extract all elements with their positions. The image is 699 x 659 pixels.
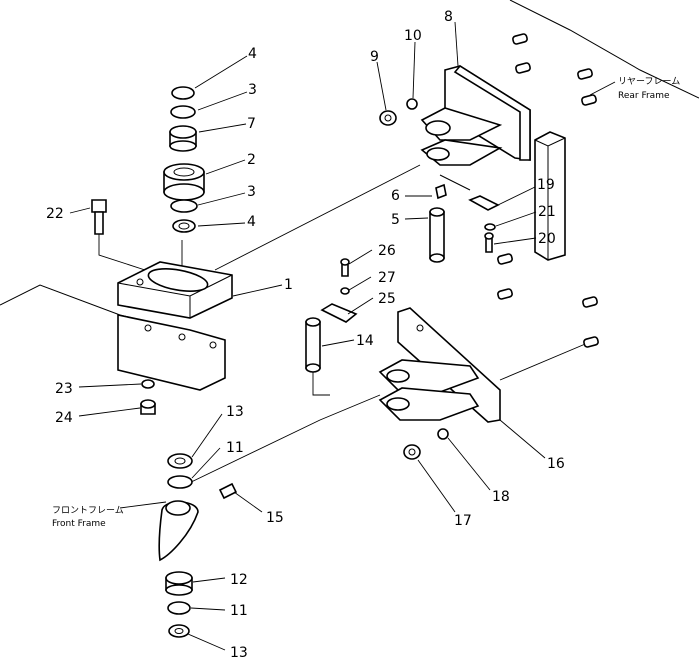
front-frame-label-en: Front Frame bbox=[52, 519, 106, 529]
front-bracket-16 bbox=[378, 307, 501, 423]
callout-19: 19 bbox=[537, 177, 555, 193]
callout-13-bottom: 13 bbox=[230, 645, 248, 659]
callout-11-bottom: 11 bbox=[230, 603, 248, 619]
stack-lower bbox=[158, 453, 199, 638]
callout-12: 12 bbox=[230, 572, 248, 588]
frame-plate bbox=[117, 314, 226, 391]
callout-15: 15 bbox=[266, 510, 284, 526]
callout-10: 10 bbox=[404, 28, 422, 44]
callout-11-top: 11 bbox=[226, 440, 244, 456]
front-frame-label-jp: フロントフレーム bbox=[52, 505, 124, 516]
callout-21: 21 bbox=[538, 204, 556, 220]
washer-10 bbox=[406, 98, 418, 110]
callout-3-top: 3 bbox=[248, 82, 257, 98]
vertical-bar bbox=[534, 131, 566, 261]
pin-14 bbox=[305, 317, 330, 396]
callout-16: 16 bbox=[547, 456, 565, 472]
callout-26: 26 bbox=[378, 243, 396, 259]
callout-24: 24 bbox=[55, 410, 73, 426]
plate-25 bbox=[320, 303, 358, 323]
frame-outlines bbox=[0, 0, 699, 391]
pin-5 bbox=[429, 207, 445, 263]
callout-5: 5 bbox=[391, 212, 400, 228]
stack-upper bbox=[163, 86, 205, 233]
rear-frame-label-jp: リヤーフレーム bbox=[618, 76, 680, 87]
callout-3-bottom: 3 bbox=[247, 184, 256, 200]
rear-bracket bbox=[420, 64, 531, 166]
callout-25: 25 bbox=[378, 291, 396, 307]
nut-9 bbox=[379, 110, 397, 126]
bolt-26 bbox=[340, 258, 350, 277]
washer-27 bbox=[340, 287, 350, 295]
callout-6: 6 bbox=[391, 188, 400, 204]
callout-4-top: 4 bbox=[248, 46, 257, 62]
nut-17 bbox=[403, 444, 421, 460]
callout-27: 27 bbox=[378, 270, 396, 286]
bolt-22 bbox=[91, 199, 146, 271]
washer-23 bbox=[141, 379, 155, 389]
nut-24 bbox=[140, 399, 156, 415]
callout-1: 1 bbox=[284, 277, 293, 293]
callout-17: 17 bbox=[454, 513, 472, 529]
callout-2: 2 bbox=[247, 152, 256, 168]
callout-23: 23 bbox=[55, 381, 73, 397]
callout-4-bottom: 4 bbox=[247, 214, 256, 230]
callout-22: 22 bbox=[46, 206, 64, 222]
callout-20: 20 bbox=[538, 231, 556, 247]
axis-lines bbox=[147, 164, 591, 486]
bolt-20 bbox=[484, 232, 494, 253]
callout-8: 8 bbox=[444, 9, 453, 25]
washer-18 bbox=[437, 428, 449, 440]
grease-fitting-15 bbox=[218, 482, 238, 500]
washer-21 bbox=[484, 223, 496, 231]
callout-leaders bbox=[69, 21, 616, 651]
plate-19 bbox=[468, 195, 500, 211]
rear-pins bbox=[497, 33, 599, 348]
plate-1 bbox=[117, 261, 233, 319]
callout-14: 14 bbox=[356, 333, 374, 349]
callout-9: 9 bbox=[370, 49, 379, 65]
callout-13-top: 13 bbox=[226, 404, 244, 420]
callout-7: 7 bbox=[247, 116, 256, 132]
rear-frame-label-en: Rear Frame bbox=[618, 91, 670, 101]
callout-18: 18 bbox=[492, 489, 510, 505]
key-6 bbox=[435, 183, 447, 200]
